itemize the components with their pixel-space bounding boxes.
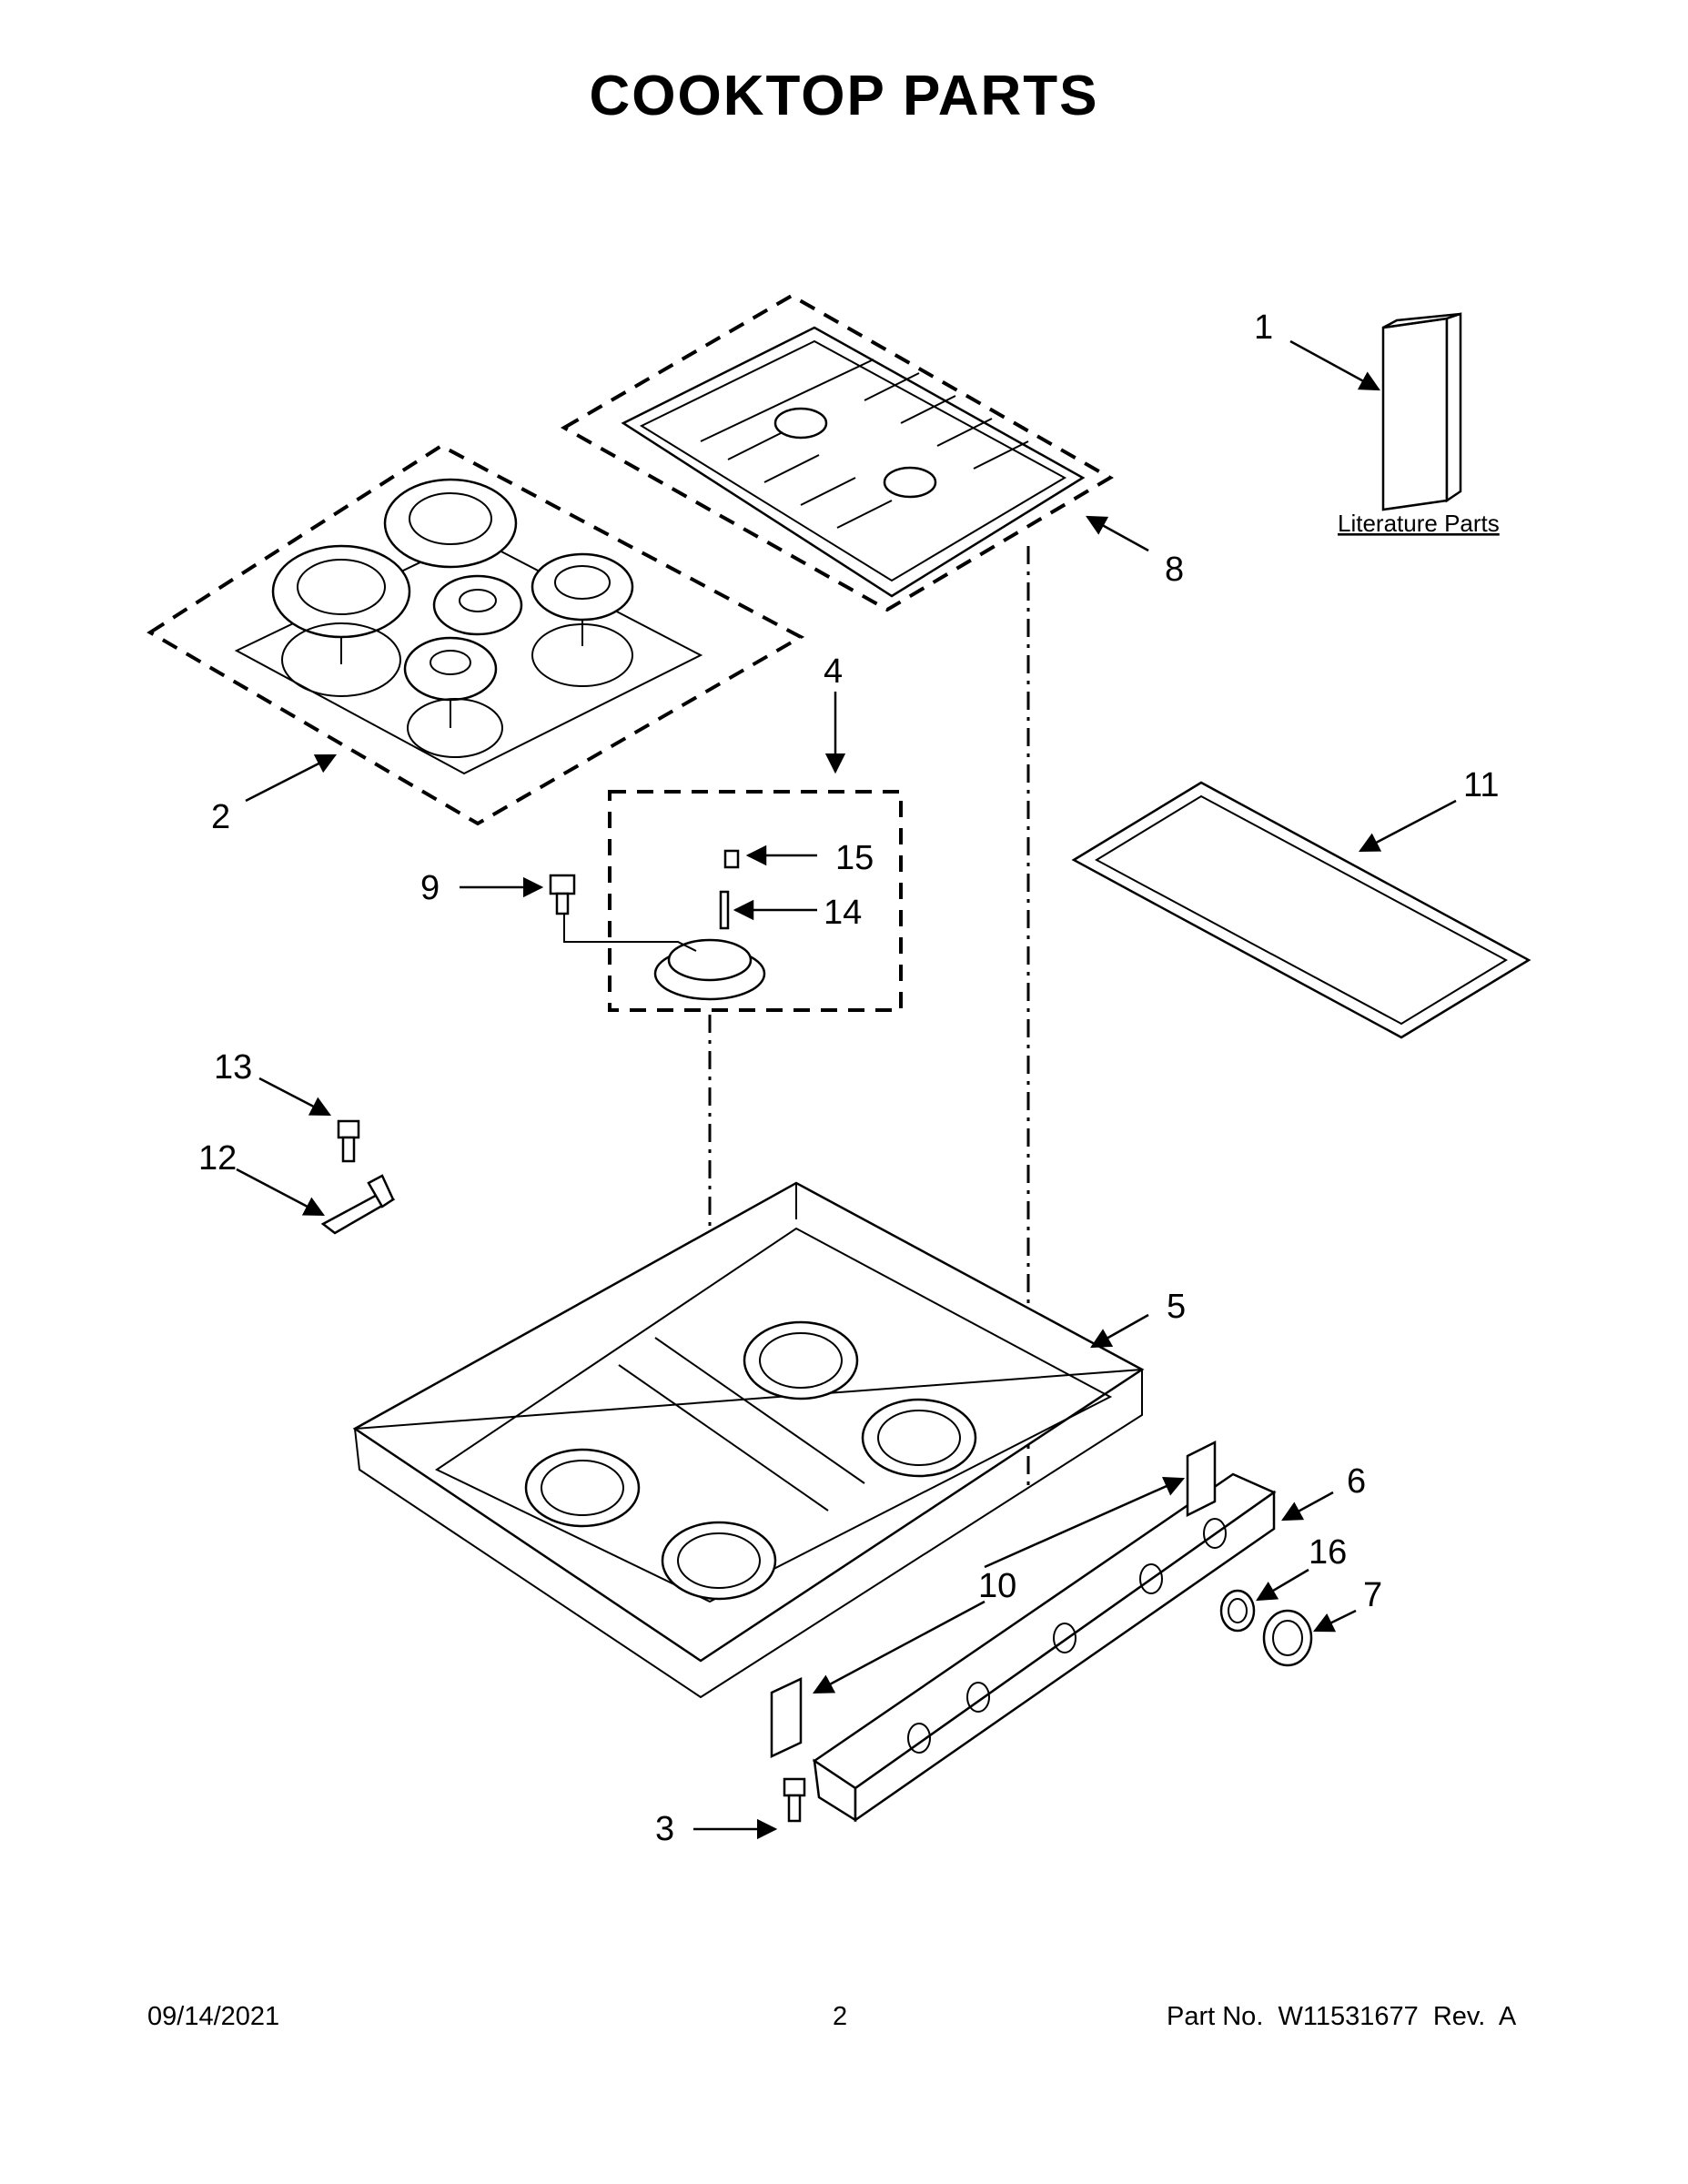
callout-15: 15: [835, 839, 874, 877]
grate-group-dash-box: [560, 293, 1114, 612]
griddle: [1071, 781, 1531, 1039]
burner-caps-heads: [234, 478, 703, 775]
bracket-12: [320, 1174, 396, 1235]
callout-13: 13: [214, 1048, 252, 1087]
leader-10b: [813, 1600, 986, 1694]
callout-9: 9: [420, 869, 440, 907]
literature-parts-label: Literature Parts: [1338, 510, 1500, 537]
burner-assembly-dash-box: [608, 790, 903, 1012]
page-title: COOKTOP PARTS: [589, 65, 1099, 127]
callout-5: 5: [1167, 1288, 1186, 1326]
footer-part-number: Part No. W11531677 Rev. A: [1167, 2002, 1517, 2031]
leader-5: [1090, 1313, 1149, 1349]
screw-9: [549, 874, 576, 915]
callout-16: 16: [1309, 1533, 1347, 1572]
cooktop-main-top: [352, 1181, 1145, 1699]
callout-2: 2: [211, 798, 230, 836]
end-bracket-right: [1186, 1440, 1217, 1518]
leader-11: [1359, 799, 1457, 853]
leader-6: [1281, 1491, 1334, 1522]
callout-8: 8: [1165, 551, 1184, 589]
callout-12: 12: [198, 1139, 237, 1178]
callout-7: 7: [1363, 1576, 1382, 1614]
leader-2: [245, 753, 338, 803]
leader-12: [236, 1168, 325, 1217]
callout-1: 1: [1254, 308, 1273, 347]
footer-date: 09/14/2021: [147, 2002, 280, 2031]
burner-base-assembly: [563, 849, 766, 1001]
control-panel: [812, 1472, 1277, 1823]
callout-6: 6: [1347, 1462, 1366, 1501]
burner-group-dash-box: [147, 443, 805, 826]
screw-3: [783, 1777, 806, 1823]
leader-1: [1289, 339, 1380, 391]
leader-16: [1256, 1568, 1309, 1602]
control-knob-7: [1262, 1609, 1313, 1667]
callout-14: 14: [824, 894, 862, 932]
callout-3: 3: [655, 1810, 674, 1848]
cooktop-grates: [621, 326, 1086, 598]
leader-13: [258, 1077, 331, 1117]
leader-10a: [984, 1476, 1186, 1569]
literature-parts-book: [1381, 312, 1462, 511]
leader-7: [1312, 1609, 1357, 1633]
end-bracket-left: [770, 1677, 803, 1758]
callout-10: 10: [978, 1567, 1016, 1605]
callout-4: 4: [824, 652, 843, 691]
footer-page-number: 2: [833, 2002, 848, 2031]
screw-13: [337, 1119, 360, 1163]
leader-8: [1086, 515, 1149, 552]
knob-bezel-16: [1219, 1589, 1256, 1633]
callout-11: 11: [1463, 766, 1499, 804]
